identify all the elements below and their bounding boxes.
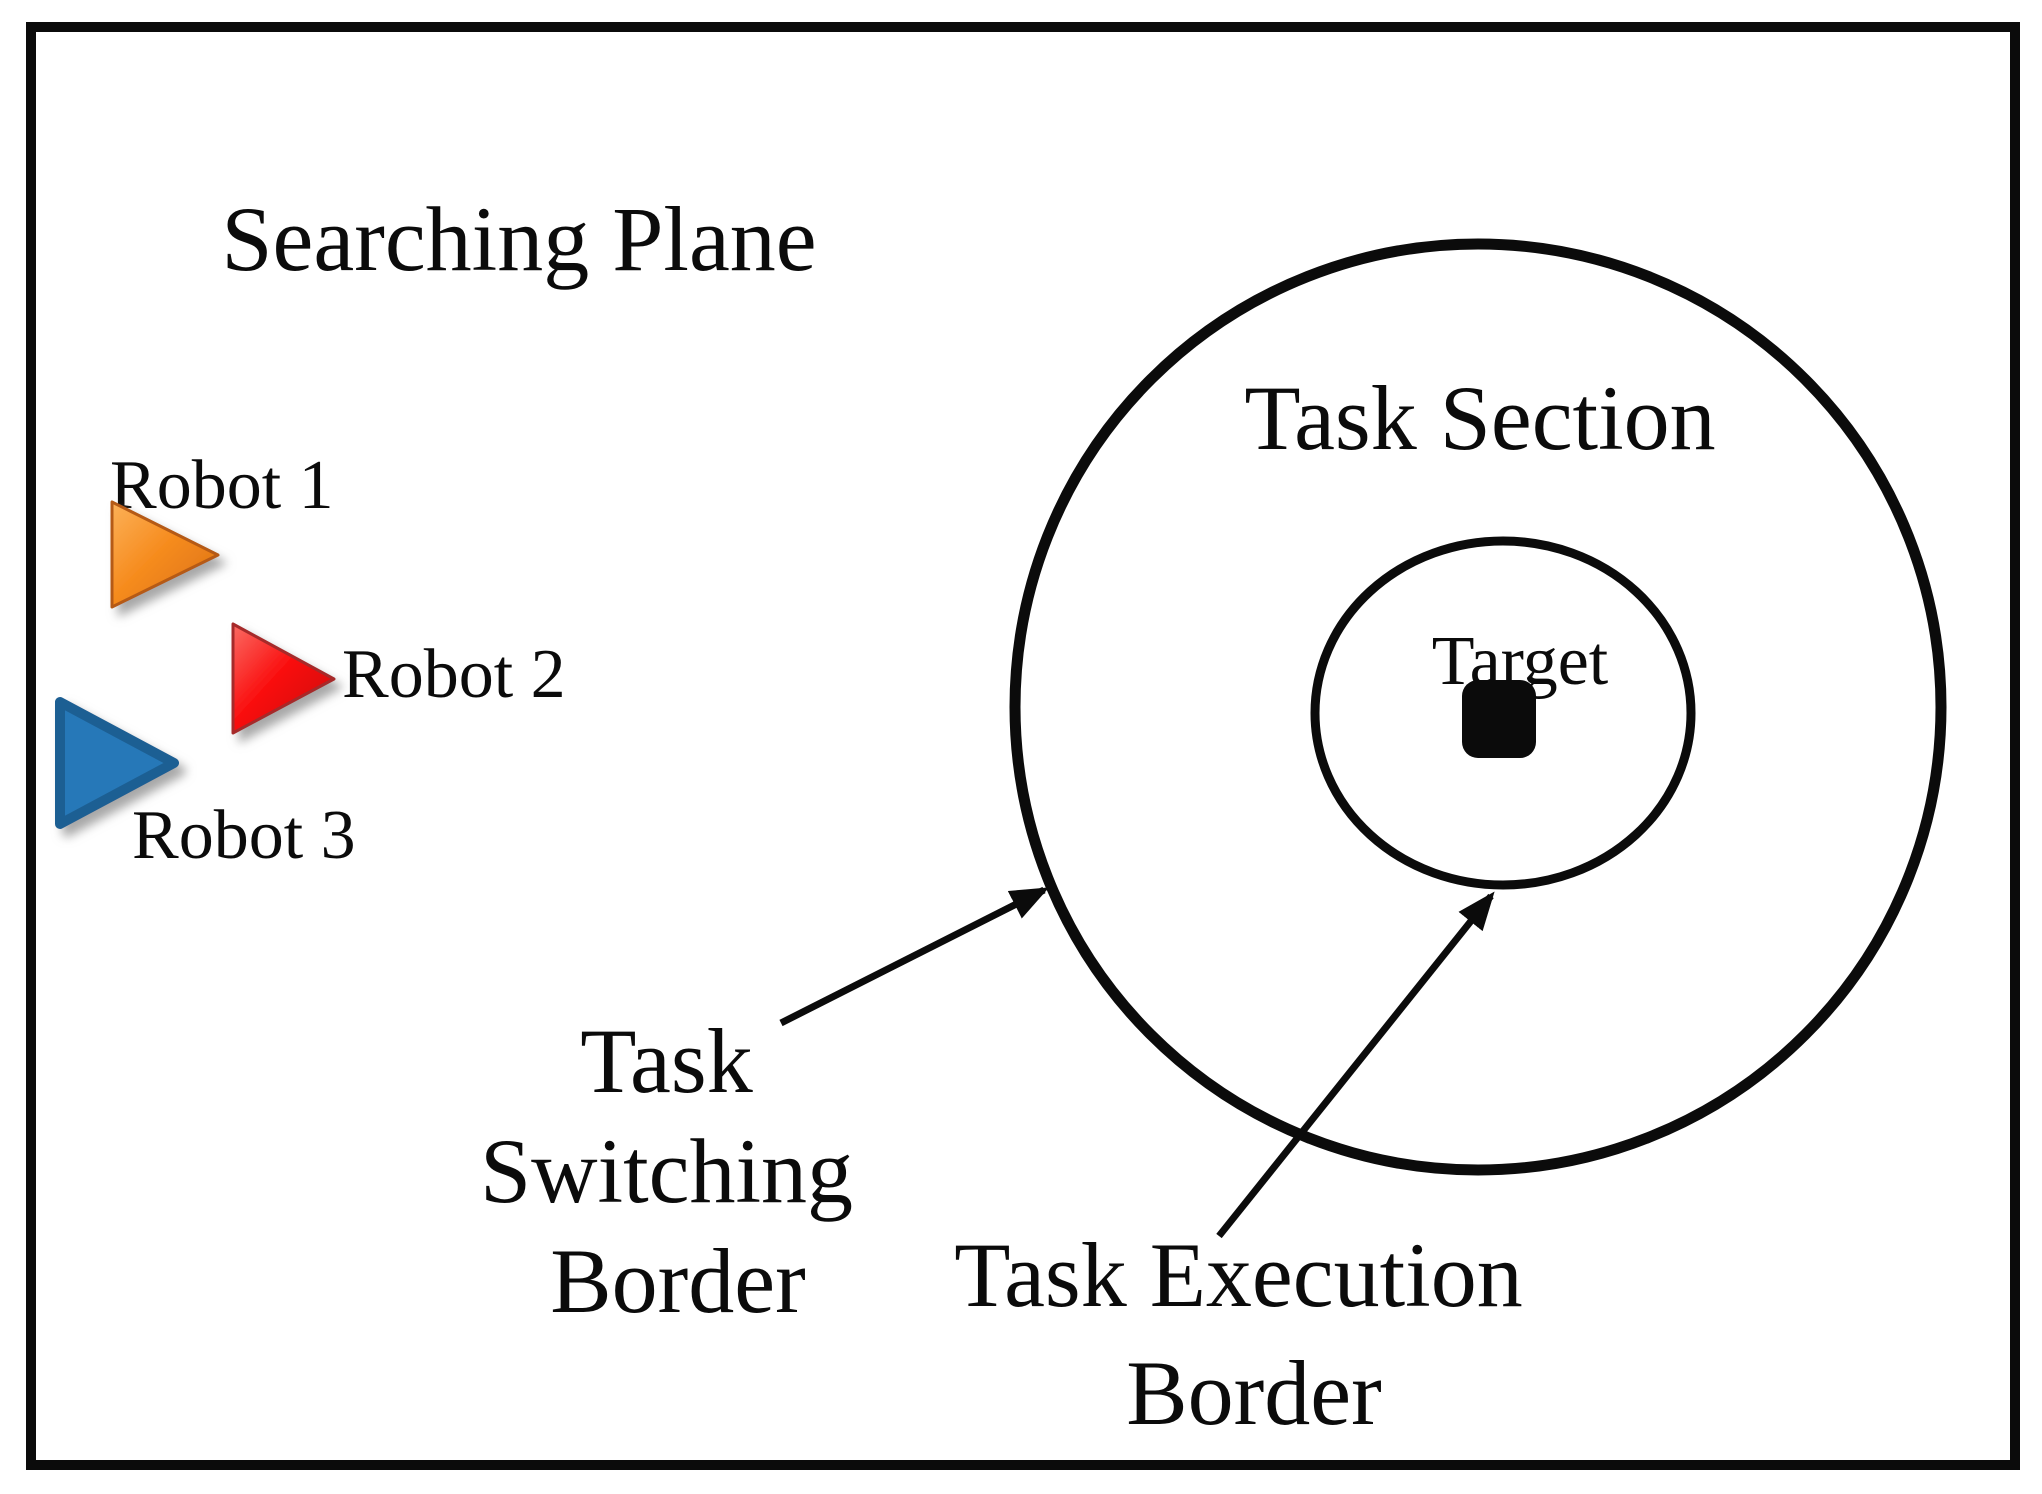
task-execution-border-label: Task Execution Border — [954, 1224, 1545, 1444]
task-execution-border-arrow — [1216, 891, 1495, 1239]
robot-1-label: Robot 1 — [110, 447, 334, 524]
robot-2-triangle — [231, 622, 336, 735]
task-switching-border-arrow — [779, 886, 1050, 1027]
task-execution-border-circle — [1310, 536, 1696, 890]
robot-2-label: Robot 2 — [342, 636, 566, 713]
task-switching-border-circle — [1009, 238, 1947, 1176]
robot-1-triangle — [110, 500, 220, 609]
searching-plane-label: Searching Plane — [221, 188, 816, 290]
robot-3-label: Robot 3 — [132, 797, 356, 874]
task-section-label: Task Section — [1244, 367, 1715, 469]
target-marker — [1462, 680, 1536, 758]
robot-3-triangle — [55, 697, 179, 829]
task-switching-border-label: Task Switching Border — [480, 1010, 876, 1332]
